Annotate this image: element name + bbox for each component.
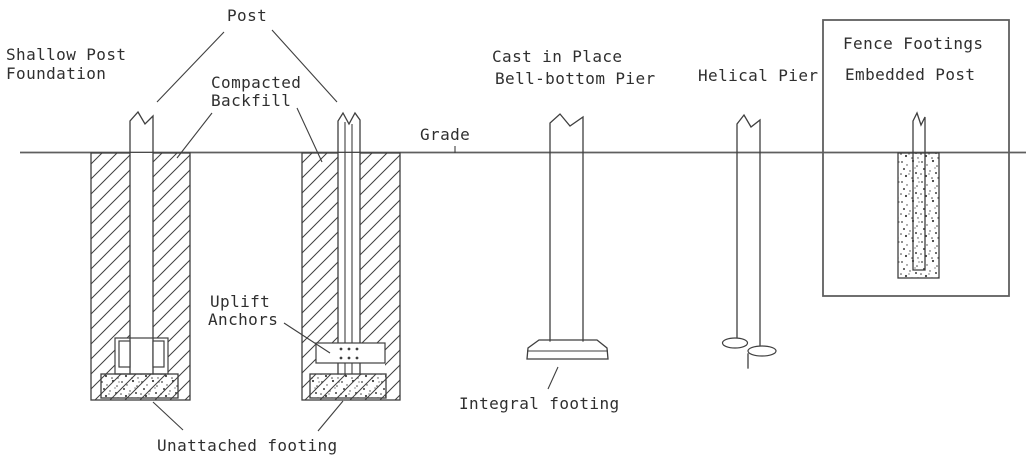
post-1 [129,110,154,375]
concrete-encasement [897,152,940,279]
uplift-cleat-left [118,340,131,368]
unattached-footing-label: Unattached footing [157,436,338,455]
bell-pier-title-line1: Cast in Place [492,47,622,66]
embedded-post [912,111,926,271]
unattached-footing-leader-left [152,401,184,431]
post-hole-1 [130,153,153,374]
uplift-anchor-leader [283,322,331,354]
built-up-post-2 [337,111,361,375]
post-leader-left [156,31,225,103]
backfill-leader-left [176,112,213,159]
shallow-post-foundation-1 [90,110,191,401]
uplift-cleat-right [152,340,165,368]
pier-column [549,113,584,342]
anchor-bolts [339,347,359,360]
helical-pier-title: Helical Pier [698,66,818,85]
bell-pier-title-line2: Bell-bottom Pier [495,69,656,88]
compacted-backfill-line1: Compacted [211,73,301,92]
helix-blade-right [747,345,777,357]
fence-footing-embedded-post [822,19,1010,297]
uplift-anchors-line1: Uplift [210,292,270,311]
fence-footings-box [822,19,1010,297]
uplift-anchor-block [315,342,386,364]
integral-footing-label: Integral footing [459,394,620,413]
embedded-post-title: Embedded Post [845,65,975,84]
helix-blade-left [721,337,749,349]
leader-lines [152,29,559,432]
post-leader-right [271,29,338,103]
shallow-post-foundation-2 [301,111,401,401]
integral-footing-leader [547,366,559,390]
diagram-labels: Shallow Post Foundation Post Compacted B… [6,6,983,455]
unattached-footing-2 [309,373,387,399]
bell-footing [526,339,609,360]
compacted-backfill-line2: Backfill [211,91,291,110]
helical-pier [721,113,777,369]
shallow-post-title-line1: Shallow Post [6,45,126,64]
unattached-footing-1 [100,373,179,399]
helical-shaft [736,113,761,349]
grade-label: Grade [420,125,470,144]
bell-bottom-pier [526,113,609,360]
unattached-footing-leader-right [317,400,344,432]
backfill-leader-right [296,107,323,163]
shallow-post-title-line2: Foundation [6,64,106,83]
fence-footings-title: Fence Footings [843,34,983,53]
post-hole-2 [338,153,360,374]
post-label: Post [227,6,267,25]
uplift-anchors-line2: Anchors [208,310,278,329]
